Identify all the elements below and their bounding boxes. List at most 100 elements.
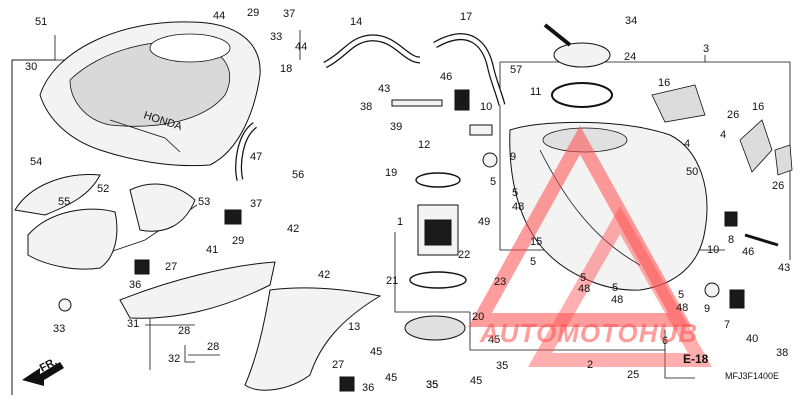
callout-40: 40: [746, 333, 758, 345]
callout-5e: 5: [612, 282, 618, 294]
callout-48c: 48: [611, 294, 623, 306]
callout-28b: 28: [207, 341, 219, 353]
callout-1: 1: [397, 216, 403, 228]
callout-33a: 33: [270, 31, 282, 43]
callout-9b: 9: [704, 303, 710, 315]
callout-3: 3: [703, 43, 709, 55]
callout-27b: 27: [332, 359, 344, 371]
callout-44a: 44: [213, 10, 225, 22]
callout-10a: 10: [480, 101, 492, 113]
callout-38b: 38: [776, 347, 788, 359]
callout-17: 17: [460, 11, 472, 23]
callout-10b: 10: [707, 244, 719, 256]
callout-45a: 45: [370, 346, 382, 358]
callout-18: 18: [280, 63, 292, 75]
callout-37a: 37: [283, 8, 295, 20]
callout-5a: 5: [490, 176, 496, 188]
callout-49: 49: [478, 216, 490, 228]
callout-33b: 33: [53, 323, 65, 335]
callout-38a: 38: [360, 101, 372, 113]
diagram-code: MFJ3F1400E: [725, 371, 779, 381]
callout-46b: 46: [742, 246, 754, 258]
callout-30: 30: [25, 61, 37, 73]
callout-26b: 26: [772, 180, 784, 192]
callout-16b: 16: [752, 101, 764, 113]
callout-57: 57: [510, 64, 522, 76]
callout-11: 11: [530, 86, 541, 98]
callout-20: 20: [472, 311, 484, 323]
callout-35c: 35: [426, 379, 438, 391]
hoses: [235, 33, 506, 181]
callout-45d: 45: [470, 375, 482, 387]
callout-4b: 4: [720, 129, 726, 141]
callout-37b: 37: [250, 198, 262, 210]
callout-22: 22: [458, 249, 470, 261]
callout-43a: 43: [378, 83, 390, 95]
callout-12: 12: [418, 139, 430, 151]
callout-56: 56: [292, 169, 304, 181]
callout-9a: 9: [510, 151, 516, 163]
callout-48a: 48: [512, 201, 524, 213]
callout-53: 53: [198, 196, 210, 208]
decals: [651, 84, 793, 176]
callout-27a: 27: [165, 261, 177, 273]
callout-55: 55: [58, 196, 70, 208]
callout-36a: 36: [129, 279, 141, 291]
front-direction-arrow: [22, 362, 64, 386]
callout-42b: 42: [318, 269, 330, 281]
callout-43b: 43: [778, 262, 790, 274]
callout-41: 41: [206, 244, 218, 256]
callout-5f: 5: [678, 289, 684, 301]
watermark-logo: [468, 125, 713, 367]
fasteners: [58, 89, 779, 392]
tank-cover: [39, 21, 261, 167]
callout-29b: 29: [232, 235, 244, 247]
callout-23: 23: [494, 276, 506, 288]
callout-25: 25: [627, 369, 639, 381]
callout-35a: 35: [496, 360, 508, 372]
callout-45c: 45: [385, 372, 397, 384]
fuel-pump: [404, 172, 467, 341]
callout-48d: 48: [676, 302, 688, 314]
callout-13: 13: [348, 321, 360, 333]
fuel-cap: [543, 23, 613, 108]
callout-26a: 26: [727, 109, 739, 121]
callout-35b: 35: [426, 379, 438, 391]
callout-5c: 5: [530, 256, 536, 268]
callout-7: 7: [724, 319, 730, 331]
callout-8b: 8: [728, 234, 734, 246]
callout-2: 2: [587, 359, 593, 371]
callout-39: 39: [390, 121, 402, 133]
callout-54: 54: [30, 156, 42, 168]
callout-34: 34: [625, 15, 637, 27]
callout-15: 15: [530, 236, 542, 248]
callout-50: 50: [686, 166, 698, 178]
side-covers: [119, 261, 382, 391]
callout-29a: 29: [247, 7, 259, 19]
callout-32: 32: [168, 353, 180, 365]
callout-21: 21: [386, 275, 398, 287]
callout-28a: 28: [178, 325, 190, 337]
callout-31: 31: [127, 318, 139, 330]
callout-47: 47: [250, 151, 262, 163]
callout-16a: 16: [658, 77, 670, 89]
callout-44b: 44: [295, 41, 307, 53]
callout-5b: 5: [512, 187, 518, 199]
callout-24: 24: [624, 51, 636, 63]
callout-46a: 46: [440, 71, 452, 83]
callout-14: 14: [350, 16, 362, 28]
callout-48b: 48: [578, 283, 590, 295]
knee-pads: [14, 174, 196, 270]
callout-52: 52: [97, 183, 109, 195]
callout-8a: 8: [460, 91, 466, 103]
watermark-text: AUTOMOTOHUB: [479, 318, 698, 348]
callout-4a: 4: [684, 138, 690, 150]
callout-5d: 5: [580, 272, 586, 284]
callout-45b: 45: [488, 334, 500, 346]
callout-36b: 36: [362, 382, 374, 394]
callout-19: 19: [385, 167, 397, 179]
callout-6: 6: [662, 335, 668, 347]
